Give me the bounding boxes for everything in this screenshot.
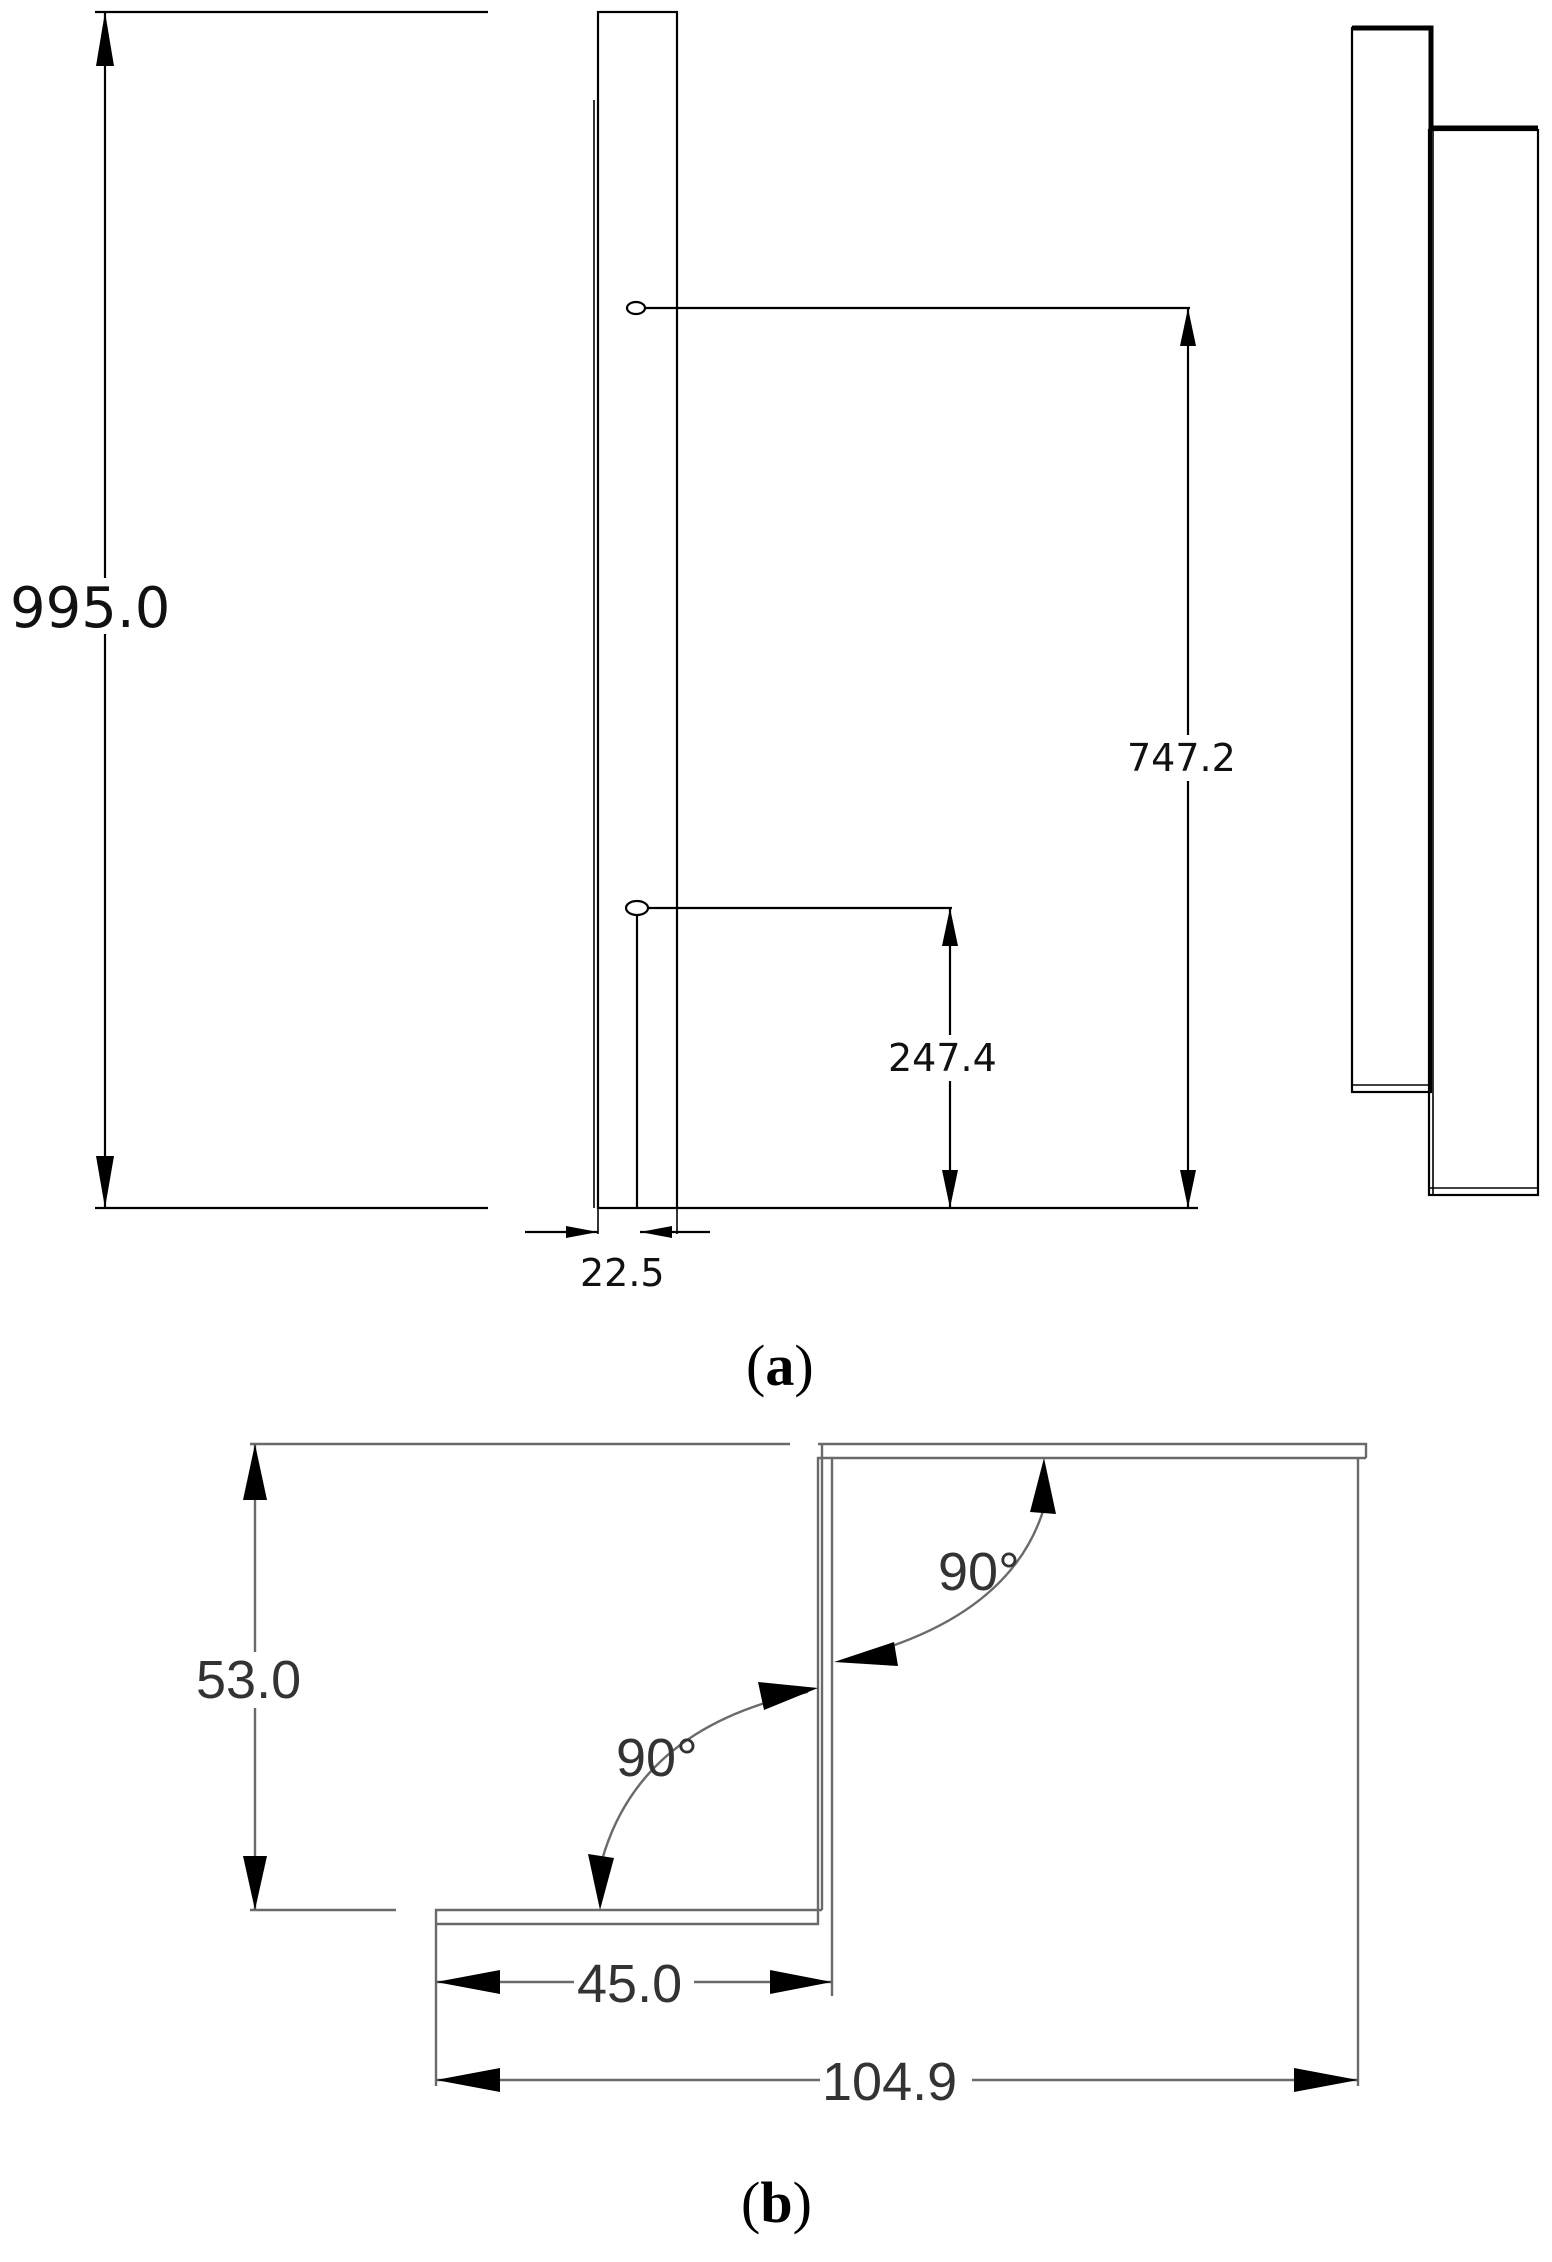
angle-lower-90: 90° <box>588 1682 818 1910</box>
dimension-label-104: 104.9 <box>822 2052 957 2112</box>
dimension-total-height: 995.0 <box>10 10 488 1210</box>
z-profile-section <box>434 1442 1368 1926</box>
dimension-overall: 104.9 <box>436 1458 1360 2112</box>
dimension-label-995: 995.0 <box>10 576 170 641</box>
angle-label-upper: 90° <box>938 1542 1020 1602</box>
panel-a-drawing: 995.0 747.2 247.4 <box>10 10 1540 1398</box>
angle-label-lower: 90° <box>616 1728 698 1788</box>
dimension-label-22: 22.5 <box>580 1251 665 1295</box>
dimension-label-45: 45.0 <box>577 1954 682 2014</box>
lower-hole <box>624 899 650 917</box>
angle-upper-90: 90° <box>834 1458 1056 1666</box>
dimension-height-b: 53.0 <box>194 1442 790 1912</box>
front-view-strip <box>593 10 679 1210</box>
dimension-label-747: 747.2 <box>1127 736 1236 780</box>
dimension-label-247: 247.4 <box>888 1036 997 1080</box>
side-view-plates <box>1350 25 1540 1197</box>
dimension-flange: 45.0 <box>434 1924 834 2086</box>
caption-b: (b) <box>741 2170 812 2235</box>
dimension-width: 22.5 <box>525 1208 710 1295</box>
dimension-upper-hole: 747.2 <box>644 306 1252 1210</box>
dimension-label-53: 53.0 <box>196 1650 301 1710</box>
caption-a: (a) <box>746 1333 814 1398</box>
panel-b-drawing: 53.0 90° 90° 45.0 <box>194 1442 1368 2235</box>
dimension-lower-hole: 247.4 <box>635 906 1014 1208</box>
upper-hole <box>625 300 647 316</box>
